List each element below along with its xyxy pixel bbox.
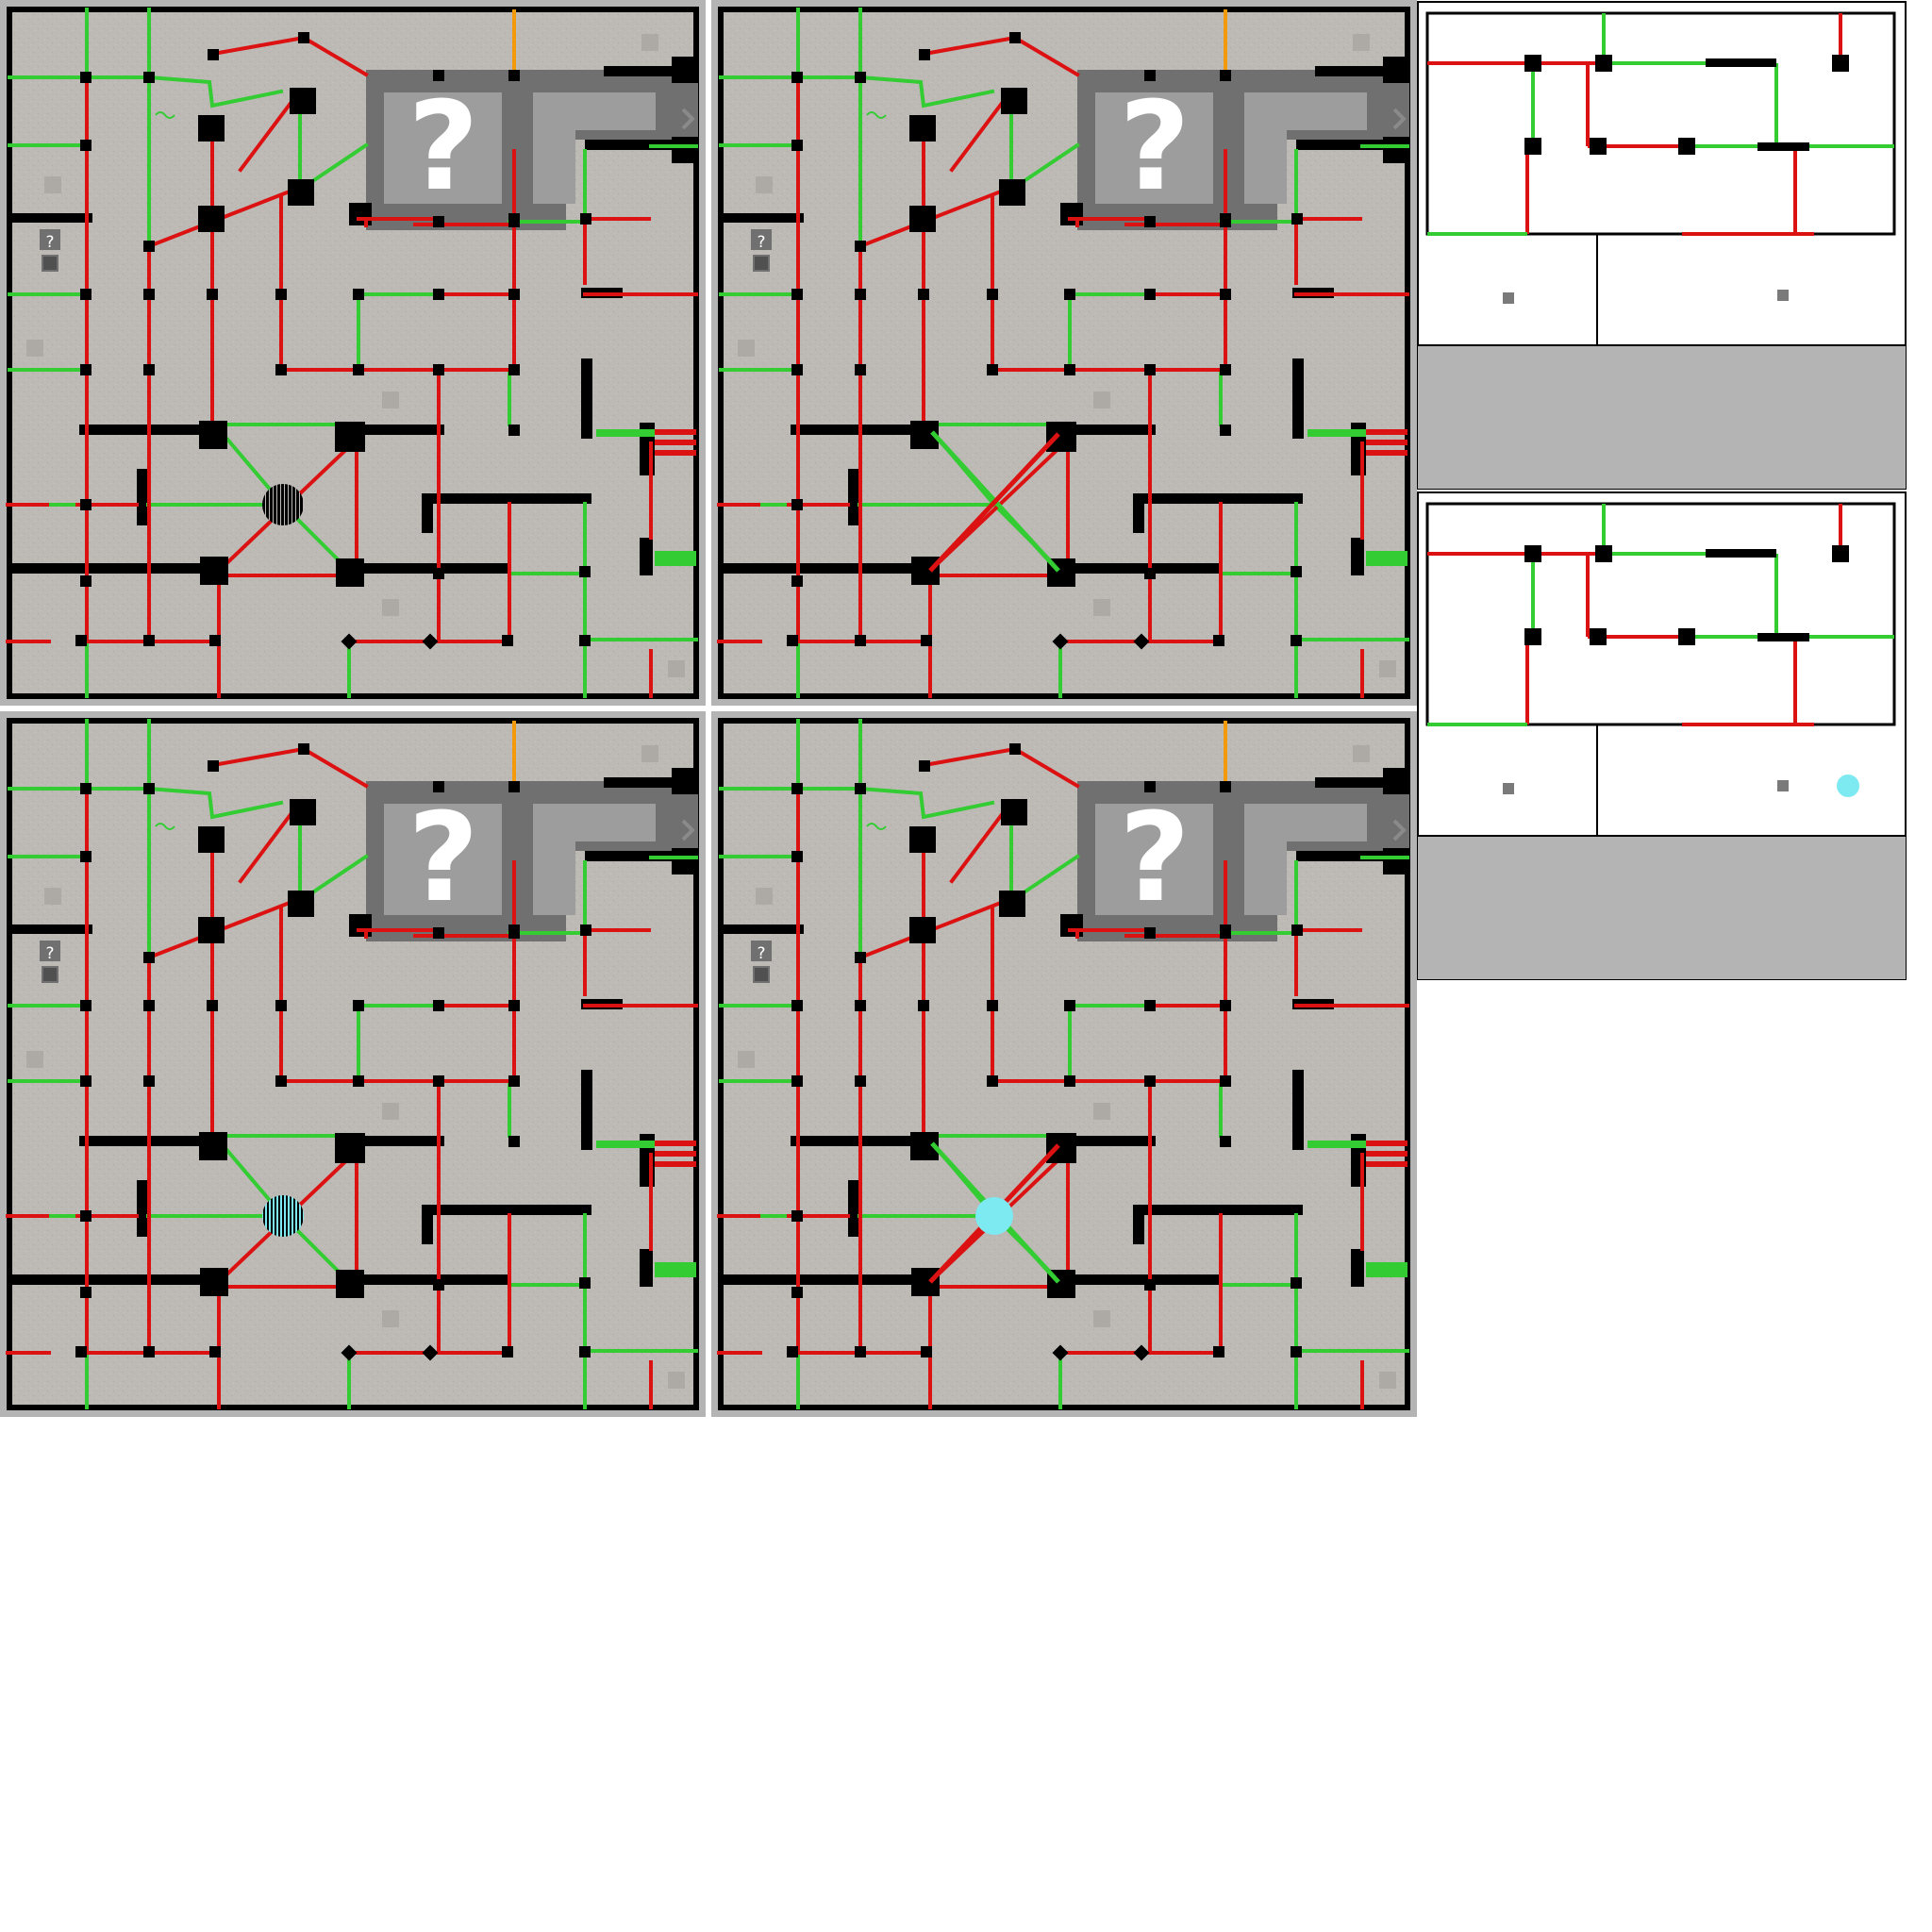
side-view-column xyxy=(1418,0,1908,981)
game-panel-3 xyxy=(0,711,706,1417)
side-player-icon xyxy=(1837,774,1859,797)
player-hatched-black-icon xyxy=(262,484,304,525)
game-panel-4 xyxy=(711,711,1417,1417)
side-view-2 xyxy=(1418,491,1908,981)
side-view-1 xyxy=(1418,0,1908,491)
game-panel-2 xyxy=(711,0,1417,706)
player-cyan-icon xyxy=(975,1197,1013,1235)
player-hatched-cyan-icon xyxy=(262,1195,304,1237)
game-panel-1 xyxy=(0,0,706,706)
